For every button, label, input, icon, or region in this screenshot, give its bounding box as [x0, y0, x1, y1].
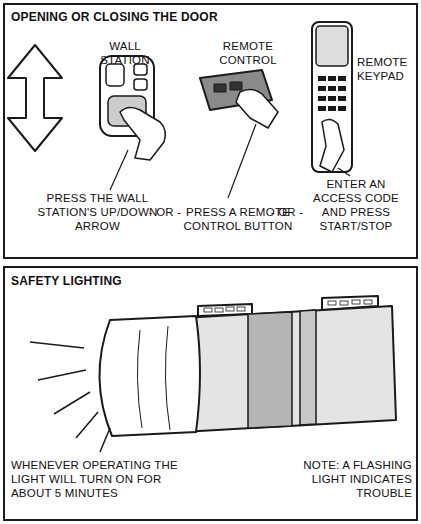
note-text: NOTE: A FLASHING LIGHT INDICATES TROUBLE [267, 458, 412, 500]
or-separator: - OR - [267, 205, 307, 219]
light-ray [76, 412, 98, 438]
lens-ridge [137, 330, 142, 428]
panel-heading: SAFETY LIGHTING [11, 274, 271, 288]
light-ray [38, 370, 86, 380]
wall-button [134, 79, 147, 90]
instruction-text: ENTER AN ACCESS CODE AND PRESS START/STO… [301, 177, 411, 233]
leader-line [110, 150, 128, 190]
light-lens [99, 316, 200, 436]
remote-button [214, 84, 226, 92]
remote-button [230, 82, 242, 90]
up-down-arrow [8, 45, 62, 151]
wall-button [106, 64, 124, 86]
opener-body [182, 306, 396, 432]
light-ray [100, 428, 110, 452]
lens-ridge [165, 326, 170, 430]
hand [236, 89, 278, 128]
light-ray [30, 342, 84, 348]
opener-band [248, 312, 292, 428]
device-label: REMOTE CONTROL [193, 39, 303, 67]
leader-line [228, 124, 256, 198]
panel-heading: OPENING OR CLOSING THE DOOR [11, 10, 271, 24]
instruction-text: PRESS THE WALL STATION'S UP/DOWN ARROW [35, 191, 160, 233]
device-label: WALL STATION [85, 39, 165, 67]
instruction-text: WHENEVER OPERATING THE LIGHT WILL TURN O… [11, 458, 201, 500]
keypad-lid [316, 26, 348, 66]
opener-band [300, 310, 316, 425]
device-label: REMOTE KEYPAD [357, 55, 415, 83]
leader-line [338, 168, 350, 176]
light-ray [54, 392, 90, 414]
panel-box: SAFETY LIGHTING WHENEVER OPERATING THE LI… [3, 266, 418, 521]
panel-box: OPENING OR CLOSING THE DOOR WALL STATION R… [3, 3, 418, 259]
hand [320, 119, 344, 172]
or-separator: - OR - [145, 205, 185, 219]
remote-keypad [312, 22, 352, 172]
